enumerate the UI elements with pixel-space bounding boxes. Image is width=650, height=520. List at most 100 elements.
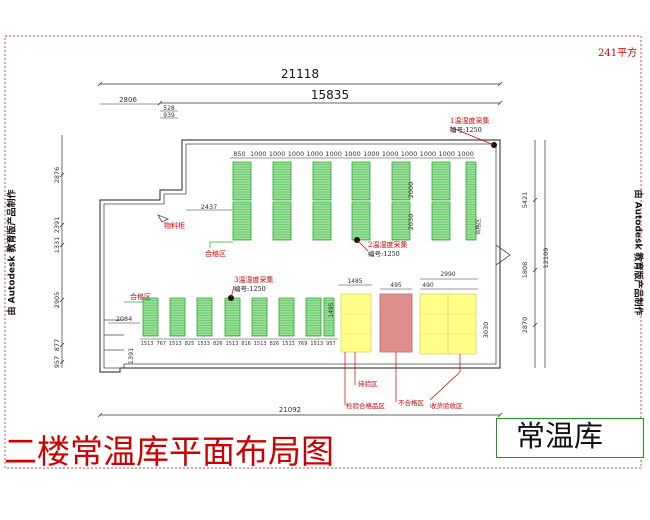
right-dim-label-0: 5421	[521, 192, 529, 209]
bottom-width-label: 21092	[279, 406, 301, 414]
sensor-3-id: 编号:1250	[234, 284, 266, 293]
bottom-cell-label: 825	[185, 341, 195, 347]
top-row-dim-label: 1000	[250, 150, 267, 158]
pallet-zone-label: 物料柜	[164, 221, 185, 230]
top-row-dim-label: 1000	[288, 150, 305, 158]
upper-shelf-top-5	[431, 161, 451, 201]
right-dim-label-2: 2870	[521, 317, 529, 334]
bottom-cell-label: 1513	[169, 341, 182, 347]
right-dim-tick	[532, 322, 538, 328]
bottom-cell-label: 816	[241, 341, 251, 347]
top-row-dim-label: 850	[233, 150, 245, 158]
zone-h-right-label: 3030	[482, 322, 490, 339]
left-dim-tick	[59, 172, 65, 178]
top-row-dim-label: 1000	[269, 150, 286, 158]
top-row-dim-label: 1000	[363, 150, 380, 158]
bottom-width-tick	[97, 412, 103, 418]
left-dim-label-2: 1331	[53, 237, 61, 254]
left-dim-label-5: 957	[53, 356, 61, 368]
zone-w-d-label: 2990	[440, 271, 455, 278]
upper-shelf-bottom-1	[272, 201, 292, 241]
mid-small-label: 2437	[201, 203, 218, 211]
top-row-dim-label: 1000	[420, 150, 437, 158]
overall-width-tick	[97, 81, 103, 87]
inner-width-tick	[157, 100, 163, 106]
unqualified-zone-label: 不合格区	[398, 398, 425, 407]
bottom-cell-label: 1513	[310, 341, 323, 347]
bottom-cell-label: 769	[298, 341, 308, 347]
upper-shelf-top-1	[272, 161, 292, 201]
lower-left-label: 2084	[116, 315, 133, 323]
lower-shelf-5	[278, 297, 295, 337]
upper-shelf-bottom-3	[351, 201, 371, 241]
top-row-dim-label: 1000	[382, 150, 399, 158]
unqualified-zone-block	[379, 293, 413, 353]
sensor-1-name: 1温湿度采集	[450, 116, 489, 125]
upper-shelf-bottom-5	[431, 201, 451, 241]
bottom-cell-label: 1513	[282, 341, 295, 347]
right-door	[495, 244, 511, 266]
bottom-cell-label: 826	[213, 341, 223, 347]
stamp-frame	[496, 418, 644, 458]
lower-shelf-2	[196, 297, 213, 337]
zone-w-a-label: 1485	[347, 278, 362, 285]
lower-shelf-0	[142, 297, 159, 337]
top-left-b-label: 528	[163, 105, 175, 112]
top-row-dim-label: 1000	[457, 150, 474, 158]
inspected-zone-label: 检验合格品区	[346, 401, 386, 410]
left-dim-tick	[59, 297, 65, 303]
zone-h-label: 1495	[328, 302, 335, 317]
lower-shelf-4	[251, 297, 268, 337]
upper-shelf-top-0	[232, 161, 252, 201]
sensor-1-leader	[449, 126, 495, 146]
pending-zone-label: 待验区	[358, 379, 378, 388]
receiving-zone-label: 收货验收区	[430, 401, 463, 410]
upper-shelf-bottom-4	[391, 201, 411, 241]
top-left-a-label: 2806	[119, 96, 137, 104]
bottom-cell-label: 1513	[254, 341, 267, 347]
zone-w-b-label: 495	[390, 282, 402, 289]
bottom-cell-label: 767	[156, 341, 166, 347]
overall-width-label: 21118	[281, 67, 319, 81]
right-inner-b-label: 2030	[407, 214, 415, 231]
stamp-label: 常温库	[516, 419, 604, 453]
top-row-dim-label: 1000	[307, 150, 324, 158]
qualified-zone-1-label: 合格区	[205, 249, 226, 258]
top-row-dim-label: 1000	[325, 150, 342, 158]
sheet-border	[4, 35, 642, 469]
left-dim-tick	[59, 222, 65, 228]
pallet-marker	[157, 214, 169, 223]
upper-shelf-right	[465, 161, 477, 241]
bottom-width-tick	[497, 412, 503, 418]
building-wall-outer	[99, 139, 501, 373]
overall-width-tick	[497, 81, 503, 87]
sensor-3-leader	[230, 285, 235, 299]
left-dim-label-3: 2905	[53, 292, 61, 309]
sensor-3-name: 3温湿度采集	[234, 275, 273, 284]
top-row-dim-label: 1000	[438, 150, 455, 158]
left-dim-label-0: 2876	[53, 167, 61, 184]
left-dim-label-1: 2391	[53, 217, 61, 234]
bottom-cell-label: 957	[326, 341, 336, 347]
sensor-1-id: 编号:1250	[450, 125, 482, 134]
left-dim-tick	[59, 342, 65, 348]
upper-shelf-top-2	[312, 161, 332, 201]
area-total: 241平方	[598, 48, 638, 59]
zone-w-c-label: 490	[422, 282, 434, 289]
top-left-c-label: 939	[163, 112, 175, 119]
left-edu-note: 由 Autodesk 教育版产品制作	[7, 189, 18, 316]
upper-shelf-top-4	[391, 161, 411, 201]
lower-shelf-1	[169, 297, 186, 337]
top-row-dim-label: 1000	[344, 150, 361, 158]
sensor-2-leader	[356, 239, 369, 252]
right-dim-label-1: 1808	[521, 262, 529, 279]
lower-shelf-6	[305, 297, 322, 337]
lower-small-label: 1391	[127, 348, 135, 365]
building-wall-inner	[103, 143, 497, 369]
bottom-cell-label: 1513	[197, 341, 210, 347]
receiving-leader-diag	[429, 371, 461, 401]
bottom-cell-label: 826	[270, 341, 280, 347]
qualified-zone-2-label: 合格区	[130, 292, 151, 301]
right-total-label: 12109	[542, 248, 550, 269]
